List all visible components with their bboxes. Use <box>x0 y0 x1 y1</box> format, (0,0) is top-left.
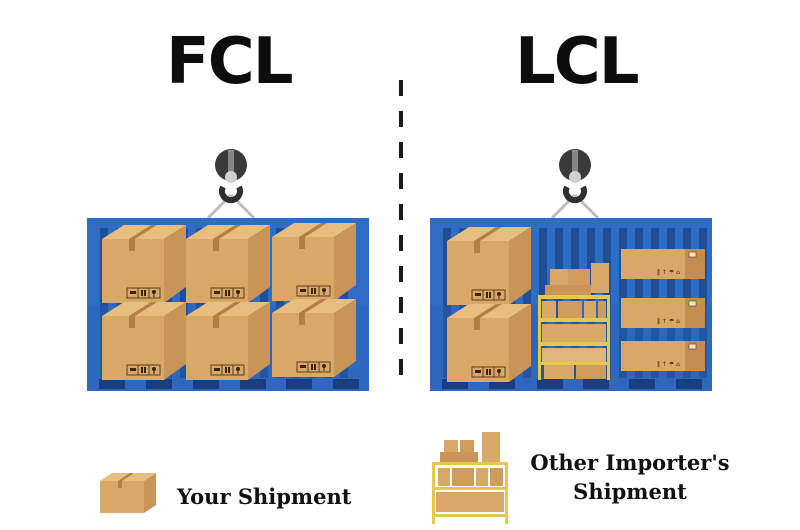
heading-fcl: FCL <box>166 25 293 99</box>
other-shipment-legend-icon <box>430 432 510 527</box>
fcl-container-illustration <box>80 145 380 400</box>
heading-lcl: LCL <box>515 25 640 99</box>
lcl-container-illustration <box>420 145 720 400</box>
dashed-divider <box>399 80 403 384</box>
other-shipment-shelf <box>538 263 610 380</box>
other-shipment-flat-boxes <box>620 248 706 372</box>
your-shipment-legend-icon <box>100 473 156 513</box>
your-shipment-boxes <box>446 226 532 383</box>
your-shipment-boxes <box>101 222 357 381</box>
legend-other-shipment: Other Importer's Shipment <box>520 448 740 506</box>
legend-your-shipment: Your Shipment <box>177 484 352 509</box>
legend-other-line1: Other Importer's <box>530 450 730 475</box>
crane-hook-icon <box>552 149 598 218</box>
crane-hook-icon <box>208 149 254 218</box>
legend-other-line2: Shipment <box>573 479 687 504</box>
